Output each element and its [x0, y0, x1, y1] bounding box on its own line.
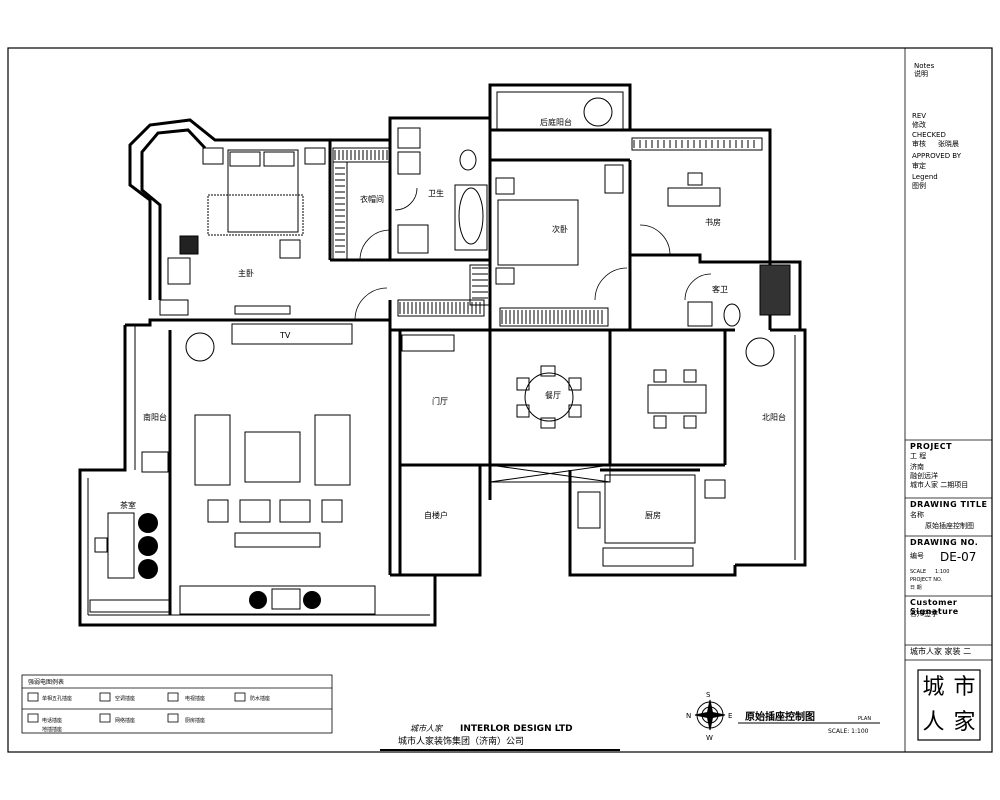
- company-name-cn: 城市人家装饰集团（济南）公司: [398, 735, 524, 747]
- tb-approved-label: APPROVED BY: [912, 152, 962, 160]
- tb-legend-value: 图例: [912, 182, 926, 190]
- tb-notes-value: 说明: [914, 70, 928, 78]
- legend-item: 厨房插座: [185, 717, 205, 724]
- label-cloakroom: 衣帽间: [360, 194, 384, 204]
- legend-item: 电话插座: [42, 717, 62, 724]
- label-hall: 门厅: [432, 396, 448, 406]
- tb-drawing-title-value: 原始插座控制图: [925, 522, 974, 530]
- tb-project-line3: 城市人家 二期项目: [910, 481, 969, 489]
- legend-item: 地插插座: [42, 726, 62, 733]
- tb-checked-name: 张晓晨: [938, 140, 959, 148]
- company-name-en: INTERLOR DESIGN LTD: [460, 724, 573, 734]
- label-second-bedroom: 次卧: [552, 224, 568, 234]
- legend-title: 强弱电图例表: [28, 678, 64, 686]
- legend-item: 网络插座: [115, 717, 135, 724]
- fixtures: [89, 97, 791, 615]
- sheet-border: [7, 47, 993, 753]
- tb-scale-value: 1:100: [935, 569, 950, 575]
- label-kitchen: 厨房: [645, 510, 661, 520]
- tb-project-line2: 融创远洋: [910, 472, 938, 480]
- tb-date-label: 日 期: [910, 585, 922, 591]
- tb-drawing-title-sub: 名称: [910, 511, 924, 519]
- tb-project-value: 工 程: [910, 452, 927, 460]
- tb-rev-label: REV: [912, 112, 927, 120]
- tb-rev-value: 修改: [912, 121, 926, 129]
- legend-item: 空调插座: [115, 695, 135, 702]
- tb-scale-label: SCALE: [910, 569, 927, 575]
- label-north-balcony: 北阳台: [762, 412, 786, 422]
- compass-n: N: [686, 712, 691, 720]
- seal-char: 家: [953, 710, 976, 735]
- compass: [694, 699, 726, 731]
- tb-company-bottom: 城市人家 家装 二: [910, 647, 972, 656]
- tb-approved-value: 审定: [912, 162, 926, 170]
- tb-drawing-no: DE-07: [940, 550, 977, 564]
- drawing-plan-label: PLAN: [858, 716, 871, 722]
- tb-drawing-no-label: DRAWING NO.: [910, 538, 979, 547]
- compass-e: E: [728, 712, 732, 720]
- walls: [78, 83, 807, 627]
- seal-char: 城: [922, 675, 945, 700]
- hatch-strips: [334, 140, 755, 324]
- seal-char: 人: [922, 710, 945, 735]
- round-fixtures: [138, 513, 321, 609]
- label-tv: TV: [279, 331, 291, 340]
- tb-customer-signature: Customer Signature: [910, 598, 959, 616]
- seal: 城 市 人 家: [918, 670, 980, 740]
- seal-frame: [917, 669, 981, 741]
- label-dining: 餐厅: [545, 391, 561, 400]
- tb-customer-sub: 客户签字: [910, 610, 938, 618]
- tb-project-no-label: PROJECT NO.: [910, 577, 943, 583]
- label-guest-bath: 客卫: [712, 284, 728, 294]
- tb-checked-label: CHECKED: [912, 131, 946, 139]
- label-stair: 自楼户: [424, 510, 448, 520]
- legend-symbols: [27, 692, 246, 723]
- legend-item: 电视插座: [185, 695, 205, 702]
- tb-legend-label: Legend: [912, 173, 938, 181]
- door-swings: [354, 187, 712, 321]
- tb-drawing-no-sub: 编号: [910, 552, 924, 560]
- tb-notes-label: Notes: [914, 62, 935, 70]
- drawing-scale: SCALE: 1:100: [828, 728, 869, 735]
- tb-drawing-title-label: DRAWING TITLE: [910, 500, 988, 509]
- legend-item: 单相五孔插座: [42, 695, 72, 702]
- label-south-balcony: 南阳台: [143, 412, 167, 422]
- legend-item: 防水插座: [250, 695, 270, 702]
- dining-chairs: [516, 365, 582, 429]
- label-bath1: 卫生: [428, 188, 444, 198]
- title-block-lines: [905, 439, 992, 661]
- company-logo-script: 城市人家: [410, 724, 443, 733]
- drawing-title: 原始插座控制图: [745, 710, 815, 723]
- compass-s: S: [706, 691, 711, 699]
- compass-w: W: [706, 734, 713, 742]
- label-tea-room: 茶室: [120, 500, 136, 510]
- seal-char: 市: [953, 675, 976, 700]
- label-study: 书房: [705, 217, 721, 227]
- label-master-bedroom: 主卧: [238, 268, 254, 278]
- tb-project-label: PROJECT: [910, 442, 953, 451]
- tb-checked-value: 审核: [912, 140, 926, 148]
- legend-table-grid: [21, 674, 333, 734]
- label-balcony-top: 后庭阳台: [540, 117, 572, 127]
- tb-project-line1: 济南: [910, 463, 924, 471]
